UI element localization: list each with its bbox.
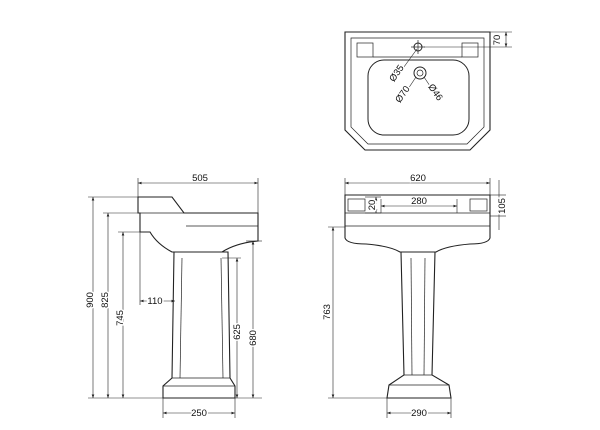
side-pedestal-flute: [179, 257, 183, 379]
dim-rim-depth: 20: [367, 200, 378, 211]
dim-back-ledge: 70: [492, 35, 503, 46]
dim-tap-spacing: 280: [411, 196, 427, 207]
side-view: 505 900 825 745 110 625 680 250: [84, 172, 262, 421]
front-ledge-left: [347, 198, 366, 212]
dim-underside-height: 763: [322, 304, 333, 320]
plan-ledge-right: [461, 42, 479, 58]
front-pedestal-flute: [410, 257, 413, 376]
dim-height-underside: 745: [115, 310, 126, 326]
side-pedestal-flute: [220, 257, 224, 379]
front-view: 620 20 280 105 763 290: [321, 172, 510, 421]
waste-outlet-inner: [416, 69, 424, 77]
dim-depth: 505: [192, 173, 208, 184]
leader-waste: [399, 76, 417, 102]
plan-rim-inner: [350, 37, 485, 145]
dim-width: 620: [410, 173, 426, 184]
front-pedestal-flute: [423, 257, 426, 376]
plan-view: Ø35 Ø70 Ø46 70: [344, 31, 512, 151]
side-basin: [137, 196, 259, 253]
dim-basin-depth: 105: [497, 198, 508, 214]
dim-pedestal-front: 680: [248, 330, 259, 346]
dim-front-pedestal-base: 290: [411, 408, 427, 419]
dim-side-pedestal-base: 250: [191, 408, 207, 419]
waste-outlet: [413, 66, 427, 80]
front-pedestal: [386, 251, 452, 399]
plan-bowl: [367, 59, 470, 136]
plan-outline: [344, 31, 491, 151]
dim-height-total: 900: [85, 292, 96, 308]
dim-setback: 110: [147, 296, 162, 307]
front-ledge-right: [469, 198, 488, 212]
dim-height-rim: 825: [100, 292, 111, 308]
leader-tap: [392, 48, 418, 83]
dim-pedestal-back: 625: [232, 324, 243, 340]
leader-overflow: [423, 76, 441, 102]
side-pedestal: [162, 251, 236, 399]
plan-ledge-left: [356, 42, 374, 58]
